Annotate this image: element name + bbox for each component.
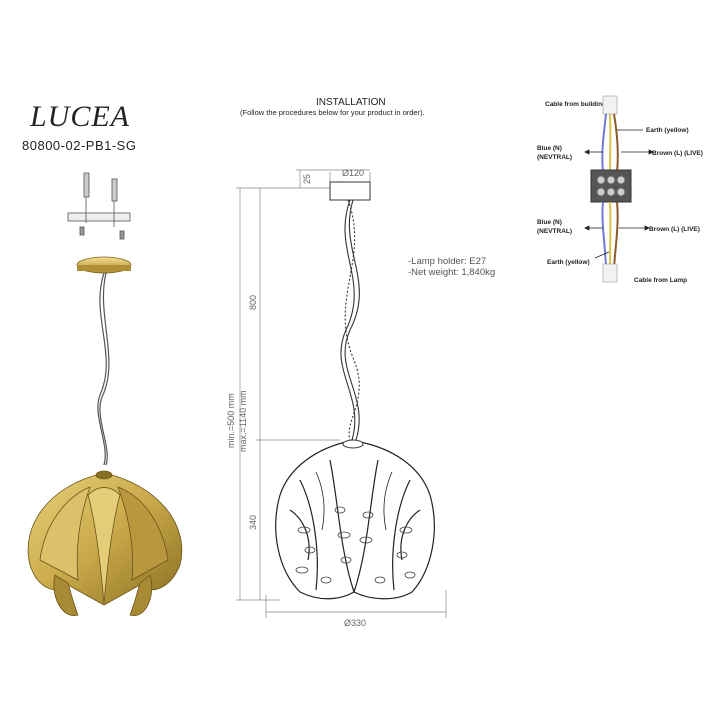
label-brown-top: Brown (L) (LIVE) <box>652 150 703 157</box>
chain-drawing <box>340 199 360 441</box>
label-earth-bottom: Earth (yellow) <box>547 259 590 266</box>
product-name: LUCEA <box>30 100 131 133</box>
label-cable-from-lamp: Cable from Lamp <box>634 277 687 284</box>
label-earth-top: Earth (yellow) <box>646 127 689 134</box>
dim-shade-diameter: Ø330 <box>344 618 366 628</box>
label-neutral-top: (NEVTRAL) <box>537 154 572 161</box>
wiring-arrows <box>584 129 654 259</box>
label-neutral-bottom: (NEVTRAL) <box>537 228 572 235</box>
label-blue-bottom: Blue (N) <box>537 219 562 226</box>
label-brown-bottom: Brown (L) (LIVE) <box>649 226 700 233</box>
terminal-block <box>590 169 632 203</box>
wiring-diagram: Cable from building Earth (yellow) Blue … <box>537 95 703 284</box>
dim-chain-length: 800 <box>248 295 258 310</box>
installation-title: INSTALLATION <box>316 97 386 108</box>
spec-lamp-holder: -Lamp holder: E27 <box>408 256 487 267</box>
shade-drawing <box>275 441 435 600</box>
technical-drawing: 25 Ø120 800 340 Ø330 min.=500 mm max.=11… <box>226 168 447 628</box>
label-cable-from-building: Cable from building <box>545 101 606 108</box>
label-blue-top: Blue (N) <box>537 145 562 152</box>
installation-subtitle: (Follow the procedures below for your pr… <box>240 108 425 117</box>
mounting-bracket <box>67 172 131 240</box>
wires-top <box>601 113 619 173</box>
shade-render <box>27 470 183 617</box>
dim-min-length: min.=500 mm <box>226 393 236 448</box>
canopy-drawing <box>329 181 371 201</box>
chain-render <box>97 272 110 466</box>
product-code: 80800-02-PB1-SG <box>22 138 137 153</box>
dim-max-length: max.=1140 mm <box>238 390 248 452</box>
dim-canopy-diameter: Ø120 <box>342 168 364 178</box>
product-render <box>27 172 183 617</box>
dimension-lines <box>236 169 447 618</box>
spec-net-weight: -Net weight: 1,840kg <box>408 267 496 278</box>
dim-shade-height: 340 <box>248 515 258 530</box>
leaf-cutouts <box>295 506 416 584</box>
dim-canopy-height: 25 <box>302 174 312 184</box>
wires-bottom <box>601 201 619 268</box>
